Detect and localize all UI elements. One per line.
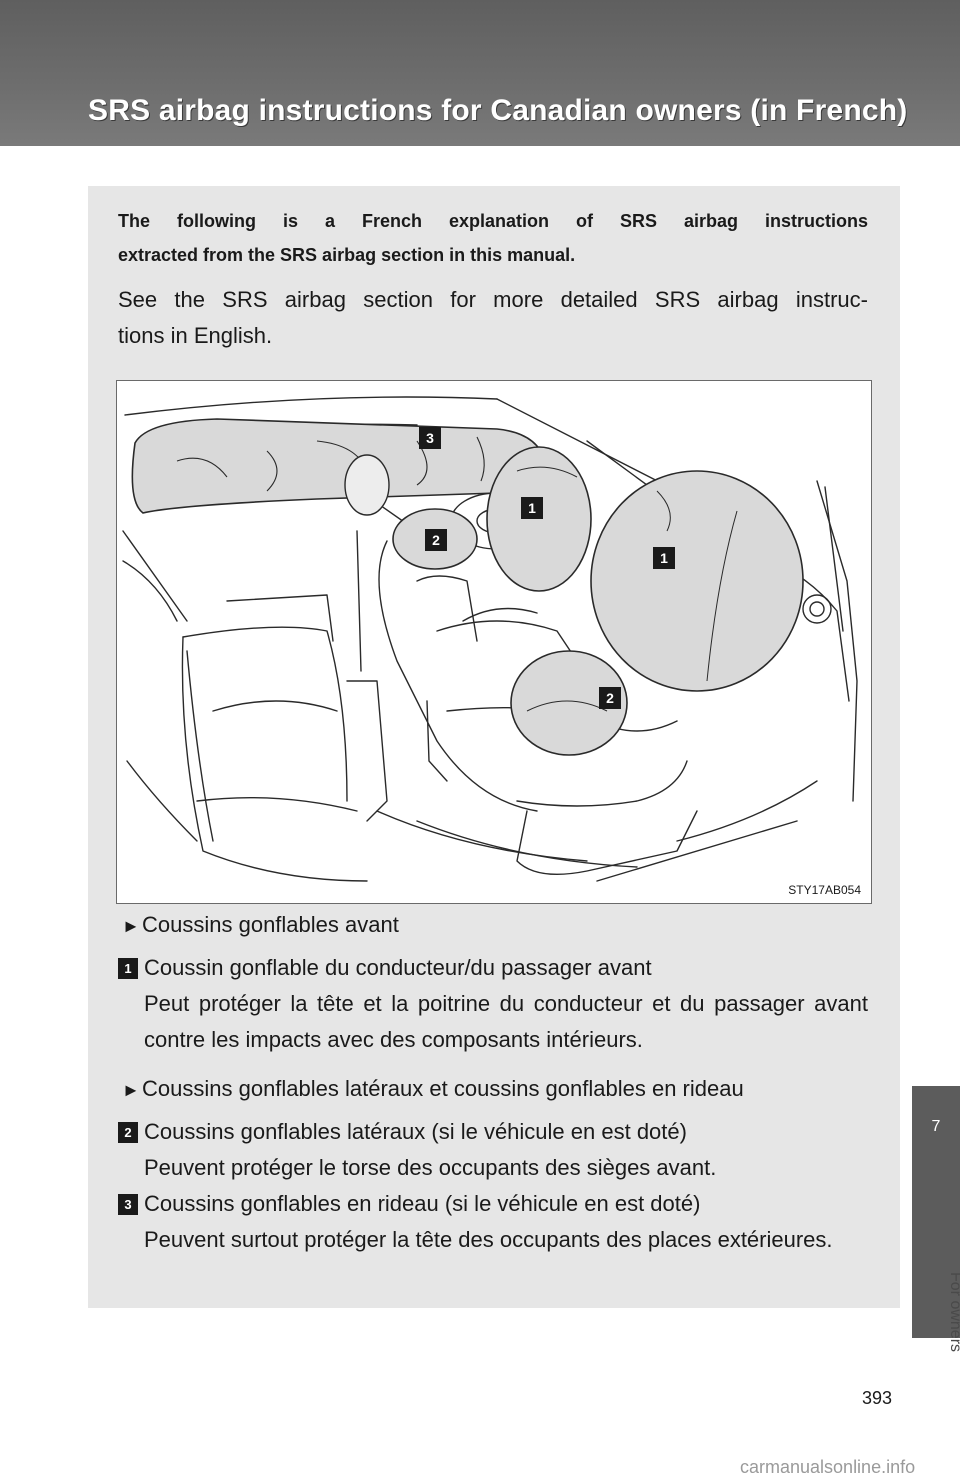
intro-bold-line-2: extracted from the SRS airbag section in…	[118, 238, 868, 272]
section-heading-text: Coussins gonflables latéraux et coussins…	[142, 1076, 744, 1101]
triangle-bullet-icon: ►	[122, 911, 142, 941]
svg-text:2: 2	[432, 532, 440, 548]
list-item-curtain-airbags: 3 Coussins gonflables en rideau (si le v…	[118, 1186, 868, 1258]
item-title: Coussin gonflable du conducteur/du passa…	[118, 950, 868, 986]
page-title: SRS airbag instructions for Canadian own…	[88, 94, 907, 128]
svg-text:1: 1	[660, 550, 668, 566]
callout-3: 3	[419, 427, 441, 449]
callout-2-passenger: 2	[599, 687, 621, 709]
intro-text: See the SRS airbag section for more deta…	[118, 282, 868, 354]
callout-1-driver: 1	[521, 497, 543, 519]
chapter-number: 7	[912, 1118, 960, 1136]
section-heading-front-airbags: ►Coussins gonflables avant	[122, 910, 399, 941]
intro-bold-text: The following is a French explanation of…	[118, 204, 868, 272]
list-item-driver-passenger-airbag: 1 Coussin gonflable du conducteur/du pas…	[118, 950, 868, 1058]
number-badge: 2	[118, 1122, 138, 1143]
callout-2-driver: 2	[425, 529, 447, 551]
car-interior-drawing: 3 1 2 1 2	[117, 381, 872, 904]
number-badge: 1	[118, 958, 138, 979]
svg-text:2: 2	[606, 690, 614, 706]
item-description: Peuvent protéger le torse des occupants …	[118, 1150, 868, 1186]
item-title: Coussins gonflables latéraux (si le véhi…	[118, 1114, 868, 1150]
svg-text:1: 1	[528, 500, 536, 516]
number-badge: 3	[118, 1194, 138, 1215]
airbag-illustration: 3 1 2 1 2 STY17AB054	[116, 380, 872, 904]
item-title: Coussins gonflables en rideau (si le véh…	[118, 1186, 868, 1222]
curtain-airbag	[132, 419, 545, 513]
chapter-label-container: For owners	[914, 1272, 958, 1392]
illustration-code: STY17AB054	[788, 883, 861, 897]
list-item-side-airbags: 2 Coussins gonflables latéraux (si le vé…	[118, 1114, 868, 1186]
intro-line-2: tions in English.	[118, 318, 868, 354]
intro-bold-line-1: The following is a French explanation of…	[118, 204, 868, 238]
intro-line-1: See the SRS airbag section for more deta…	[118, 282, 868, 318]
triangle-bullet-icon: ►	[122, 1075, 142, 1105]
callout-1-passenger: 1	[653, 547, 675, 569]
chapter-label: For owners	[946, 1272, 960, 1352]
section-heading-text: Coussins gonflables avant	[142, 912, 399, 937]
watermark: carmanualsonline.info	[740, 1457, 915, 1478]
item-description: Peut protéger la tête et la poitrine du …	[118, 986, 868, 1058]
passenger-front-airbag	[591, 471, 803, 691]
section-heading-side-curtain-airbags: ►Coussins gonflables latéraux et coussin…	[122, 1074, 744, 1105]
svg-text:3: 3	[426, 430, 434, 446]
page-number: 393	[862, 1388, 892, 1409]
item-description: Peuvent surtout protéger la tête des occ…	[118, 1222, 868, 1258]
